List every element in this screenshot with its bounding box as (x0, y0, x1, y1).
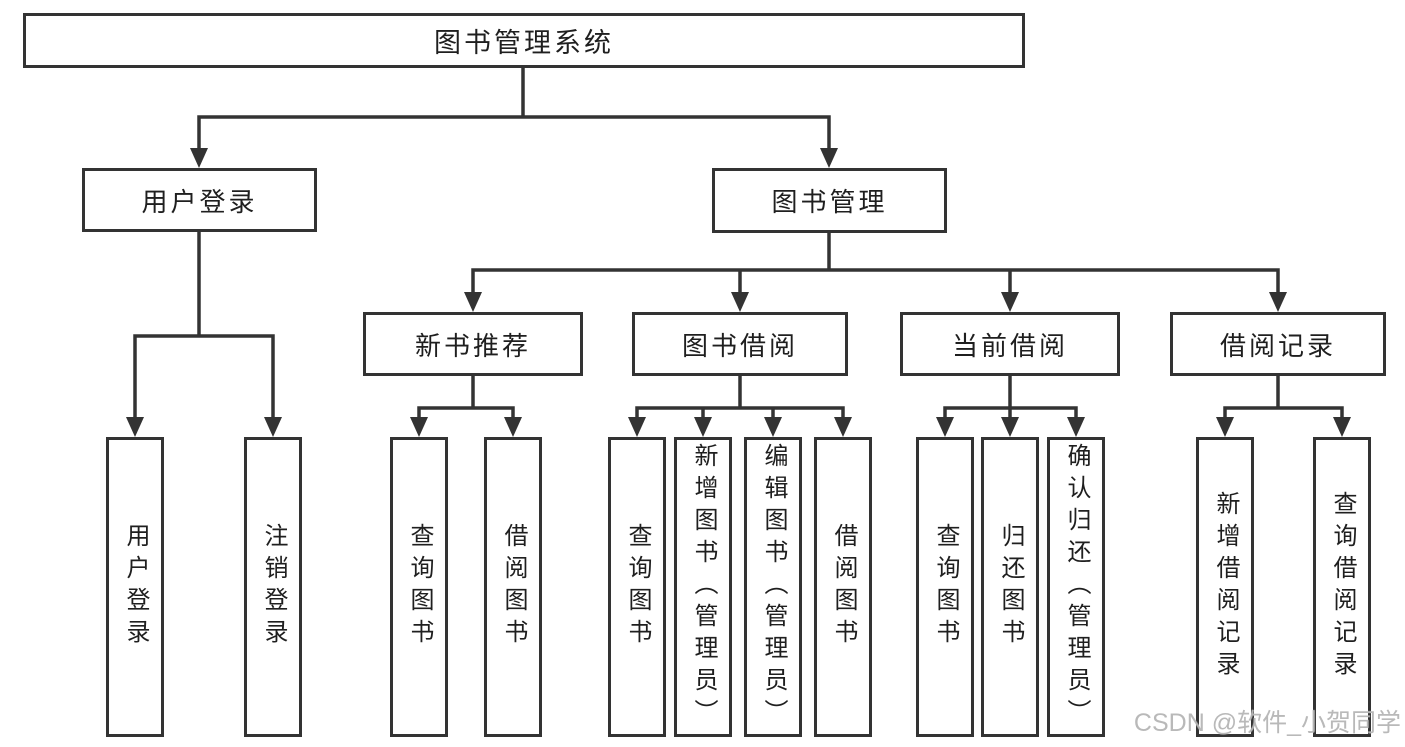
node-label: 图书借阅 (681, 330, 798, 361)
node-borrowing-records: 借阅记录 (1170, 312, 1386, 376)
node-current-borrowing: 当前借阅 (900, 312, 1120, 376)
leaf-return-books: 归还图书 (981, 437, 1039, 737)
node-book-borrowing: 图书借阅 (632, 312, 848, 376)
leaf-borrow-books-recommend: 借阅图书 (484, 437, 542, 737)
node-label: 注销登录 (260, 523, 287, 651)
node-label: 当前借阅 (951, 330, 1068, 361)
leaf-query-books-borrowing: 查询图书 (608, 437, 666, 737)
node-label: 查询图书 (406, 523, 433, 651)
node-label: 借阅图书 (830, 523, 857, 651)
node-label: 借阅图书 (500, 523, 527, 651)
node-label: 新增借阅记录 (1212, 491, 1239, 683)
node-label: 用户登录 (122, 523, 149, 651)
leaf-borrow-books: 借阅图书 (814, 437, 872, 737)
leaf-query-borrow-record: 查询借阅记录 (1313, 437, 1371, 737)
node-label: 图书管理 (771, 187, 888, 217)
arrowheads (126, 148, 1351, 437)
leaf-confirm-return-admin: 确认归还（管理员） (1047, 437, 1105, 737)
leaf-add-borrow-record: 新增借阅记录 (1196, 437, 1254, 737)
node-label: 新增图书（管理员） (690, 443, 717, 731)
node-new-book-recommend: 新书推荐 (363, 312, 583, 376)
node-label: 确认归还（管理员） (1063, 443, 1090, 731)
node-label: 查询借阅记录 (1329, 491, 1356, 683)
node-label: 图书管理系统 (434, 28, 614, 58)
node-label: 归还图书 (997, 523, 1024, 651)
node-label: 借阅记录 (1219, 330, 1336, 361)
node-label: 用户登录 (141, 186, 258, 217)
node-label: 查询图书 (624, 523, 651, 651)
watermark: CSDN @软件_小贺同学 (1133, 709, 1401, 737)
node-label: 编辑图书（管理员） (760, 443, 787, 731)
leaf-query-books-current: 查询图书 (916, 437, 974, 737)
node-user-login: 用户登录 (82, 168, 317, 232)
node-label: 新书推荐 (414, 330, 531, 361)
leaf-add-book-admin: 新增图书（管理员） (674, 437, 732, 737)
leaf-query-books-recommend: 查询图书 (390, 437, 448, 737)
leaf-user-login: 用户登录 (106, 437, 164, 737)
leaf-logout: 注销登录 (244, 437, 302, 737)
node-library-management-system: 图书管理系统 (23, 13, 1025, 68)
leaf-edit-book-admin: 编辑图书（管理员） (744, 437, 802, 737)
node-label: 查询图书 (932, 523, 959, 651)
node-book-management: 图书管理 (712, 168, 947, 233)
